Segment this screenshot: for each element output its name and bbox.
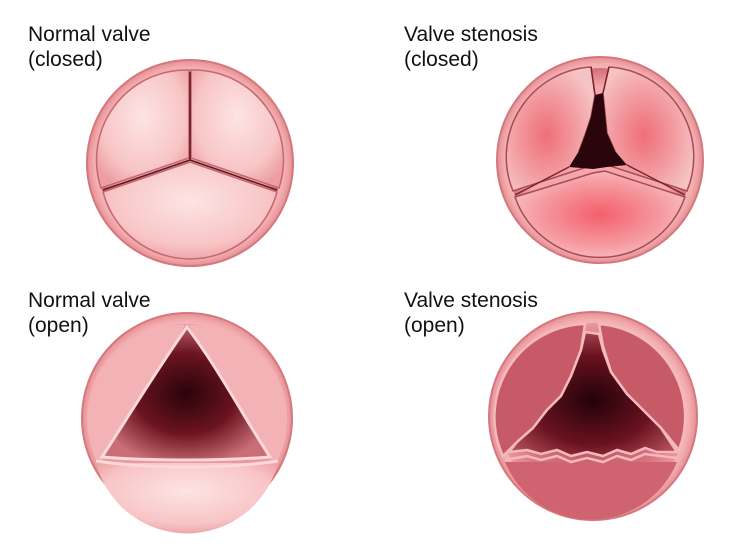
caption-normal-open: Normal valve (open): [28, 288, 151, 338]
leaflets: [505, 66, 695, 259]
normal-valve-closed-illustration: [86, 59, 294, 267]
valve-stenosis-closed-illustration: [496, 56, 704, 264]
stenotic-opening: [506, 330, 680, 458]
caption-stenosis-closed: Valve stenosis (closed): [404, 22, 538, 72]
commissure-lines: [102, 72, 278, 191]
caption-line-2: (closed): [28, 48, 103, 71]
caption-line-2: (closed): [404, 48, 479, 71]
caption-line-1: Normal valve: [28, 23, 151, 46]
panel-stenosis-open: Valve stenosis (open): [365, 277, 730, 554]
valve-stenosis-open-illustration: [488, 311, 698, 521]
valve-opening: [99, 324, 273, 462]
leaflet-edge: [504, 452, 678, 464]
caption-line-2: (open): [28, 314, 89, 337]
caption-normal-closed: Normal valve (closed): [28, 22, 151, 72]
leaflets: [95, 69, 285, 260]
caption-line-1: Valve stenosis: [404, 289, 538, 312]
leaflets: [493, 322, 687, 520]
panel-normal-open: Normal valve (open): [0, 277, 365, 554]
caption-line-1: Valve stenosis: [404, 23, 538, 46]
caption-line-1: Normal valve: [28, 289, 151, 312]
panel-normal-closed: Normal valve (closed): [0, 0, 365, 277]
normal-valve-open-illustration: [81, 312, 293, 534]
stenotic-opening: [569, 93, 627, 169]
panel-stenosis-closed: Valve stenosis (closed): [365, 0, 730, 277]
caption-stenosis-open: Valve stenosis (open): [404, 288, 538, 338]
leaflet-edge: [95, 459, 279, 469]
leaflets: [87, 324, 287, 534]
caption-line-2: (open): [404, 314, 465, 337]
commissure-lines: [514, 66, 686, 196]
